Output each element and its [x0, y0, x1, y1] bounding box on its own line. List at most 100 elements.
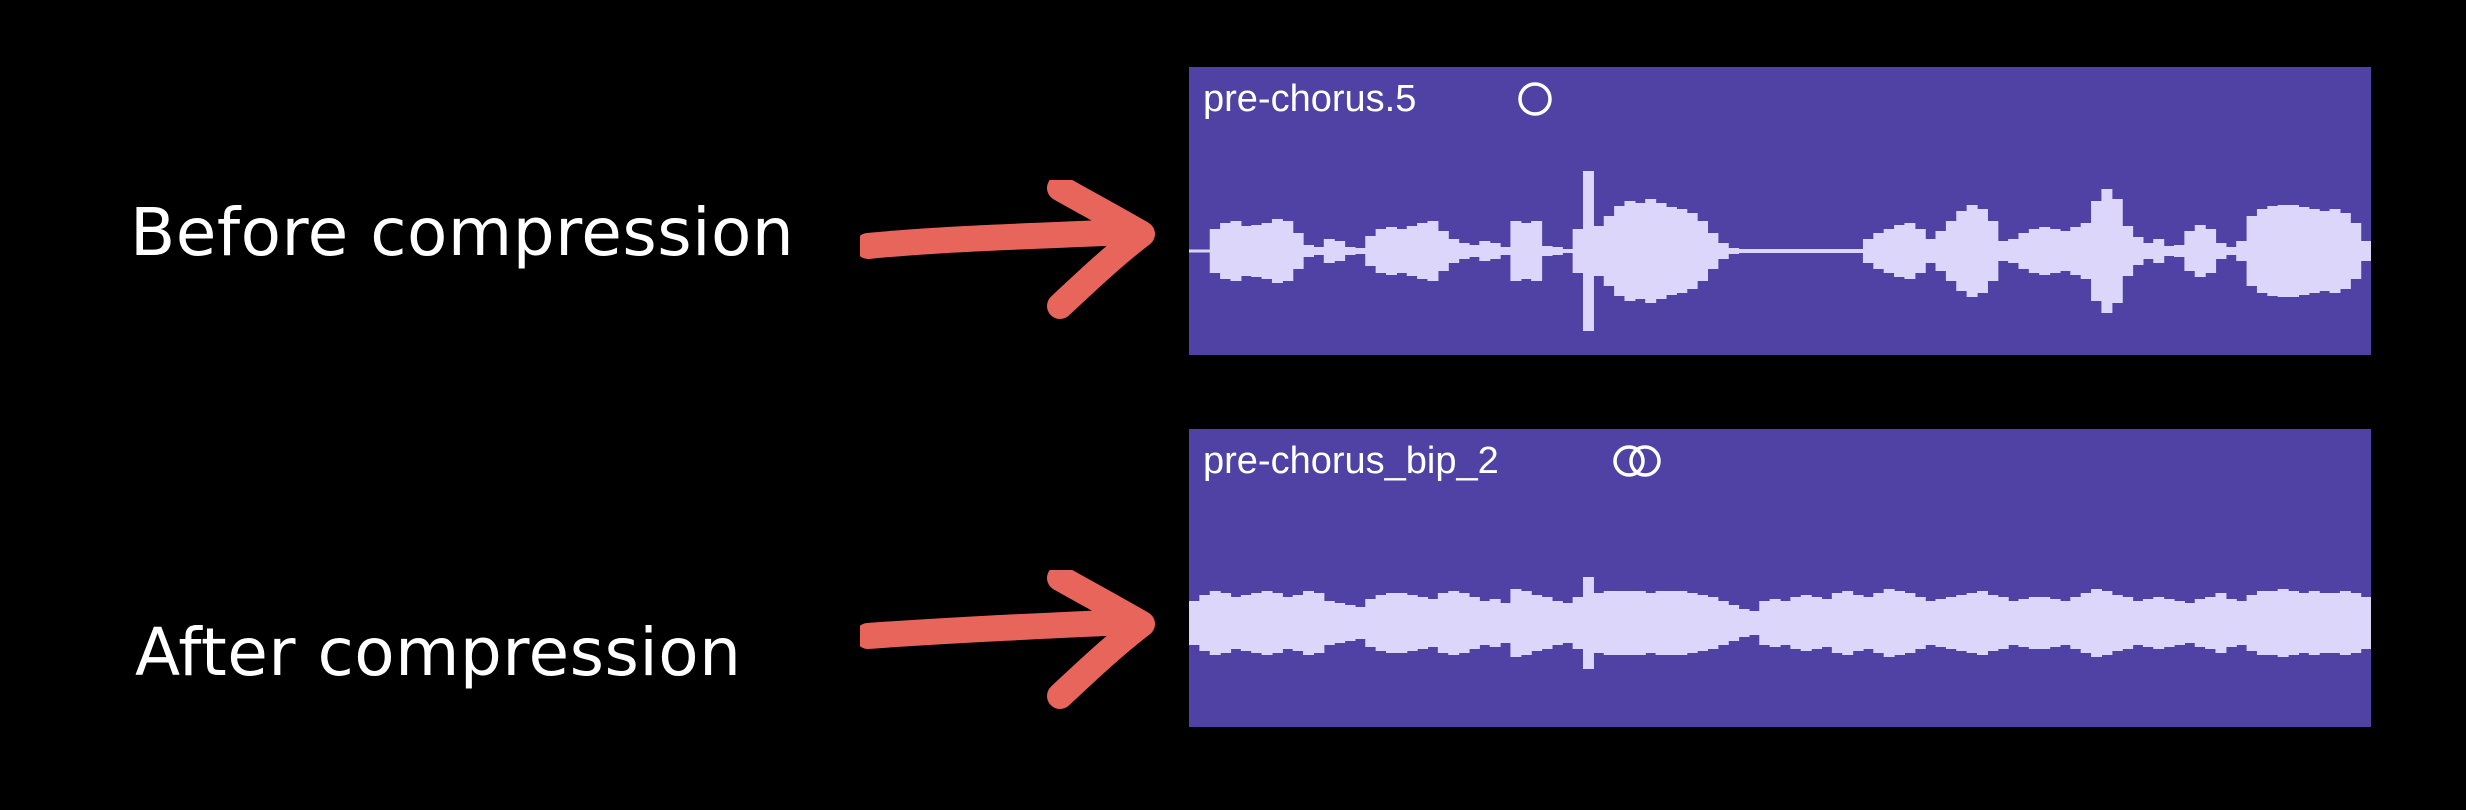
waveform-bar [1251, 593, 1263, 653]
waveform-bar [1562, 249, 1574, 253]
waveform-bar [2142, 599, 2154, 647]
waveform-bar [2080, 593, 2092, 653]
waveform-bar [1759, 601, 1771, 645]
waveform-bar [1209, 591, 1221, 655]
waveform-bar [1500, 603, 1512, 643]
after-compression-label: After compression [135, 614, 742, 691]
waveform-bar [1883, 589, 1895, 657]
waveform-bar [1479, 241, 1491, 261]
waveform-bar [1614, 591, 1626, 655]
waveform-bar [2174, 601, 2185, 645]
waveform-bar [2225, 599, 2237, 647]
waveform-bar [1748, 249, 1760, 253]
waveform-bar [1520, 223, 1532, 279]
waveform-bar [1956, 211, 1968, 291]
waveform-bar [1945, 221, 1957, 281]
waveform-bar [2308, 591, 2320, 655]
waveform-bar [2194, 599, 2206, 647]
waveform-bar [1883, 229, 1895, 273]
waveform-bar [2122, 226, 2134, 276]
waveform-bar [1645, 199, 1657, 303]
waveform-bar [1945, 597, 1957, 649]
waveform-bar [1655, 591, 1667, 655]
waveform-bar [2039, 227, 2051, 275]
waveform-bar [2101, 591, 2113, 655]
waveform-bar [1738, 609, 1750, 637]
waveform-bar [1479, 601, 1491, 645]
waveform-bar [2028, 597, 2040, 649]
waveform-bar [1189, 249, 1200, 253]
waveform-bar [1790, 249, 1802, 253]
waveform-bar [1365, 236, 1377, 266]
waveform-bar [1220, 223, 1232, 279]
waveform-bar [1862, 239, 1874, 263]
waveform-bar [1603, 591, 1615, 655]
waveform-bar [2319, 593, 2331, 653]
waveform-bar [1572, 597, 1584, 649]
waveform-bar [1686, 593, 1698, 653]
waveform-bar [1728, 605, 1740, 641]
waveform-bar [1728, 248, 1740, 254]
waveform-bar [1230, 597, 1242, 649]
waveform-bar [1624, 591, 1636, 655]
audio-clip-after[interactable]: pre-chorus_bip_2 [1189, 429, 2371, 727]
waveform-bar [1634, 591, 1646, 655]
waveform-bar [1209, 229, 1221, 273]
waveform-bar [1199, 249, 1211, 253]
waveform-bar [1665, 207, 1677, 295]
waveform-bar [1655, 203, 1667, 299]
waveform-bar [1313, 593, 1325, 653]
waveform-bar [2308, 209, 2320, 293]
waveform-bar [1323, 239, 1335, 263]
waveform-bar [1437, 231, 1449, 271]
waveform-bar [1769, 249, 1781, 253]
waveform-bar [2059, 231, 2071, 271]
waveform-bar [1862, 597, 1874, 649]
waveform-bar [1852, 595, 1864, 651]
waveform-bar [1261, 223, 1273, 279]
waveform-bar [1831, 593, 1843, 653]
waveform-bar [1800, 595, 1812, 651]
waveform-bar [1593, 226, 1605, 276]
audio-clip-before[interactable]: pre-chorus.5 [1189, 67, 2371, 355]
waveform-bar [2350, 223, 2362, 279]
arrow-right-icon [860, 180, 1155, 319]
waveform-bar [1334, 241, 1346, 261]
waveform-bar [1541, 597, 1553, 649]
waveform-bar [2360, 597, 2371, 649]
waveform-bar [1251, 225, 1263, 277]
waveform-bar [1780, 601, 1791, 645]
waveform-bar [1417, 597, 1429, 649]
waveform-bar [1344, 605, 1356, 641]
waveform-bar [1417, 223, 1429, 279]
waveform-bar [2101, 189, 2113, 313]
waveform-bar [2215, 243, 2227, 259]
waveform-bar [2070, 227, 2082, 275]
waveform-bar [1520, 591, 1532, 655]
waveform-bar [2215, 593, 2227, 653]
waveform-bar [1894, 225, 1906, 277]
waveform-bar [1780, 249, 1791, 253]
waveform-bar [1759, 249, 1771, 253]
waveform-bar [2163, 599, 2175, 647]
waveform-bar [1230, 221, 1242, 281]
waveform-bar [2174, 245, 2185, 257]
waveform-bar [1323, 601, 1335, 645]
waveform-bar [1634, 203, 1646, 299]
waveform-bar [1220, 593, 1232, 653]
waveform-bar [1427, 221, 1439, 281]
waveform-bar [2246, 216, 2258, 286]
waveform-bar [1800, 249, 1812, 253]
waveform-bar [1406, 595, 1418, 651]
waveform-bar [1437, 593, 1449, 653]
clip-name: pre-chorus.5 [1203, 78, 1417, 120]
waveform-bar [2018, 233, 2030, 269]
waveform-bar [1240, 595, 1252, 651]
waveform-bar [1510, 589, 1522, 657]
waveform-bar [2298, 593, 2310, 653]
waveform-bar [2288, 205, 2300, 297]
waveform-bar [1603, 216, 1615, 286]
waveform-bar [1458, 243, 1470, 259]
waveform-bar [1271, 219, 1283, 283]
waveform-bar [1468, 245, 1480, 257]
